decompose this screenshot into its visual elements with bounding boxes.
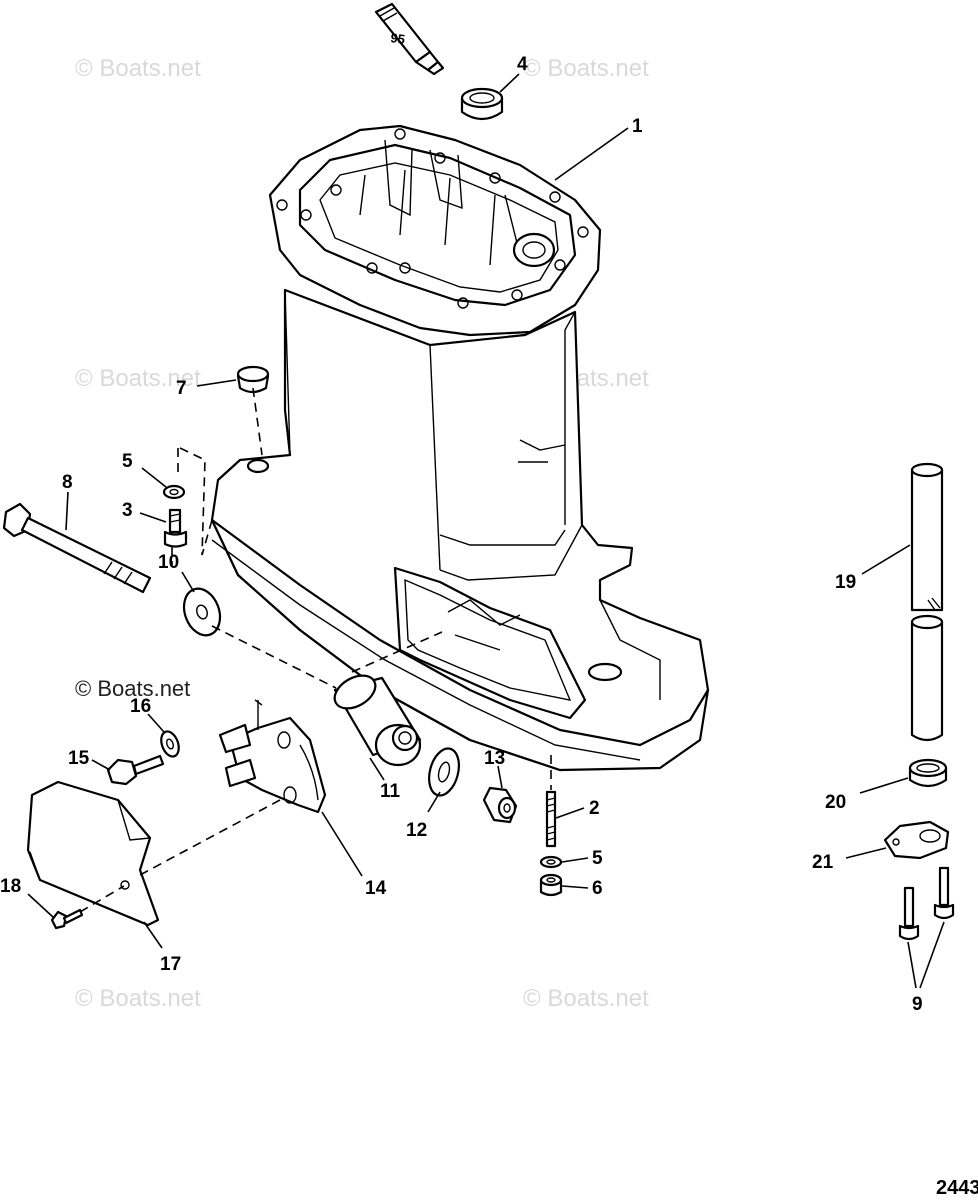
hex-bolt[interactable] (106, 754, 165, 786)
mount-washer[interactable] (424, 745, 463, 799)
small-screw[interactable] (50, 908, 84, 930)
callout-5: 5 (592, 848, 603, 869)
callout-5: 5 (122, 451, 133, 472)
watermark-text: © Boats.net (75, 55, 201, 82)
watermark-text: © Boats.net (75, 365, 201, 392)
screw[interactable] (163, 508, 188, 548)
callout-6: 6 (592, 878, 603, 899)
callout-19: 19 (835, 572, 856, 593)
stud[interactable] (545, 790, 557, 848)
seal-ring[interactable] (460, 87, 504, 121)
assembly-lines (79, 387, 552, 913)
mount-bracket[interactable] (218, 699, 327, 814)
callout-20: 20 (825, 792, 846, 813)
stud-nut[interactable] (539, 873, 563, 897)
leader-lines (27, 73, 945, 989)
watermark-text: © Boats.net (75, 676, 190, 701)
callout-12: 12 (406, 820, 427, 841)
cover-plate[interactable] (26, 780, 160, 927)
callout-16: 16 (130, 696, 151, 717)
callout-11: 11 (380, 781, 401, 802)
callout-21: 21 (812, 852, 834, 873)
stud-washer[interactable] (539, 855, 563, 869)
plug[interactable] (236, 365, 270, 394)
sealant-tube[interactable]: 95 (374, 2, 445, 76)
tube-grommet[interactable] (908, 758, 948, 788)
callout-9: 9 (912, 994, 923, 1015)
bolt-washer[interactable] (158, 729, 182, 759)
callout-7: 7 (176, 378, 187, 399)
tube-label: 95 (390, 30, 406, 47)
water-tube[interactable] (910, 462, 944, 742)
driveshaft-housing[interactable] (210, 124, 710, 772)
watermark-text: © Boats.net (523, 985, 649, 1012)
lock-nut[interactable] (482, 786, 518, 824)
long-bolt[interactable] (2, 502, 152, 594)
callout-1: 1 (632, 116, 643, 137)
callout-15: 15 (68, 748, 90, 769)
figure-number: 2443 (936, 1177, 978, 1199)
watermark-text: © Boats.net (75, 985, 201, 1012)
flat-washer[interactable] (178, 584, 226, 641)
callout-10: 10 (158, 552, 179, 573)
rubber-mount[interactable] (329, 669, 422, 767)
callout-labels: 1 4 7 5 3 8 10 16 15 11 12 13 2 5 6 14 1… (0, 54, 923, 1015)
callout-3: 3 (122, 500, 133, 521)
washer[interactable] (162, 484, 186, 500)
guide-screws[interactable] (898, 866, 955, 941)
callout-13: 13 (484, 748, 505, 769)
callout-4: 4 (517, 54, 528, 75)
callout-18: 18 (0, 876, 21, 897)
watermark-text: © Boats.net (523, 55, 649, 82)
callout-14: 14 (365, 878, 387, 899)
callout-8: 8 (62, 472, 73, 493)
tube-guide[interactable] (883, 820, 950, 860)
callout-17: 17 (160, 954, 181, 975)
callout-2: 2 (589, 798, 600, 819)
